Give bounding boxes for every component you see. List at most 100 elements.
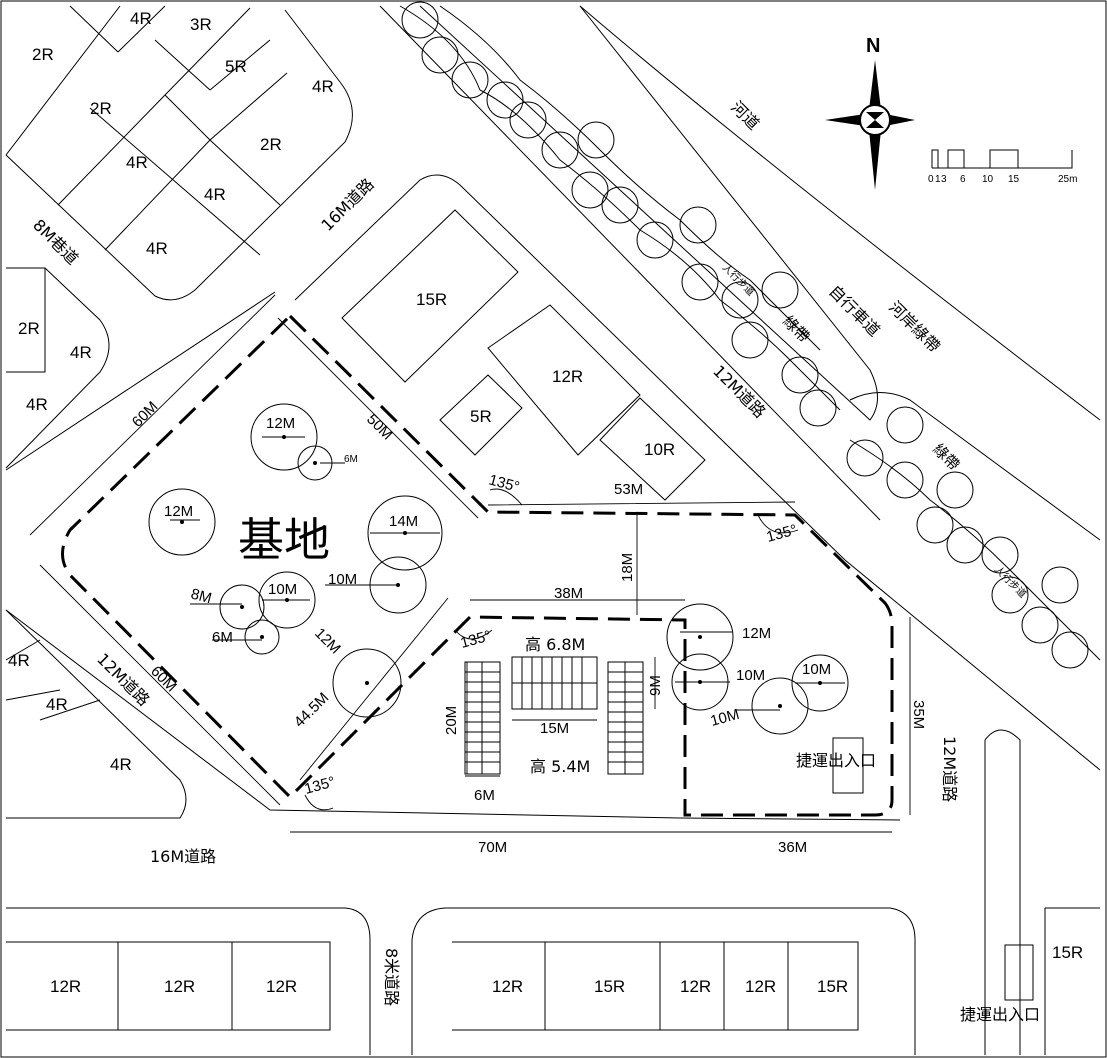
svg-text:10M: 10M xyxy=(268,581,297,598)
svg-text:2R: 2R xyxy=(18,319,40,338)
svg-text:12R: 12R xyxy=(266,977,297,996)
svg-text:4R: 4R xyxy=(8,651,30,670)
structures xyxy=(464,656,1034,1001)
svg-text:6M: 6M xyxy=(212,629,233,646)
svg-text:6M: 6M xyxy=(344,454,358,465)
svg-text:44.5M: 44.5M xyxy=(291,689,333,731)
svg-text:60M: 60M xyxy=(147,663,180,696)
svg-text:5R: 5R xyxy=(225,57,247,76)
svg-text:8米道路: 8米道路 xyxy=(382,948,401,1006)
svg-text:35M: 35M xyxy=(910,700,927,729)
svg-text:12M道路: 12M道路 xyxy=(940,736,959,802)
svg-text:人行步道: 人行步道 xyxy=(720,261,757,298)
road-edges xyxy=(5,5,1101,1055)
block-labels: 4R 3R 2R 5R 4R 2R 2R 4R 4R 4R 2R 4R 4R 4… xyxy=(8,9,1083,996)
tree-labels: 12M 6M 12M 14M 10M 8M 10M 6M 12M 12M 10M… xyxy=(164,415,831,730)
svg-text:25m: 25m xyxy=(1058,174,1077,185)
svg-text:12R: 12R xyxy=(680,977,711,996)
dimension-lines xyxy=(29,294,911,833)
site-boundary xyxy=(61,313,894,817)
svg-text:6: 6 xyxy=(960,174,966,185)
svg-text:18M: 18M xyxy=(619,553,636,582)
svg-text:135°: 135° xyxy=(459,627,493,651)
svg-text:16M道路: 16M道路 xyxy=(317,175,377,235)
svg-text:10R: 10R xyxy=(644,440,675,459)
metro-entrance-label-2: 捷運出入口 xyxy=(960,1005,1040,1024)
svg-text:4R: 4R xyxy=(130,9,152,28)
svg-text:4R: 4R xyxy=(110,755,132,774)
svg-text:16M道路: 16M道路 xyxy=(150,847,216,866)
svg-text:河道: 河道 xyxy=(727,97,763,133)
svg-text:12R: 12R xyxy=(164,977,195,996)
svg-text:12R: 12R xyxy=(50,977,81,996)
svg-text:1: 1 xyxy=(935,174,941,185)
svg-text:10M: 10M xyxy=(736,667,765,684)
svg-text:14M: 14M xyxy=(389,513,418,530)
svg-text:2R: 2R xyxy=(90,99,112,118)
svg-text:10M: 10M xyxy=(328,571,357,588)
svg-text:12R: 12R xyxy=(745,977,776,996)
scale-bar-labels: 0 1 3 6 10 15 25m xyxy=(928,174,1077,185)
north-label: N xyxy=(866,35,880,57)
svg-text:38M: 38M xyxy=(554,585,583,602)
svg-text:135°: 135° xyxy=(487,471,521,495)
southwest-block xyxy=(5,609,187,819)
svg-text:12M道路: 12M道路 xyxy=(709,361,769,421)
south-blocks xyxy=(6,907,1100,1055)
svg-text:10M: 10M xyxy=(709,706,742,730)
svg-text:0: 0 xyxy=(928,174,934,185)
svg-text:135°: 135° xyxy=(765,521,799,545)
svg-text:53M: 53M xyxy=(614,481,643,498)
svg-text:高 6.8M: 高 6.8M xyxy=(525,635,585,654)
west-block xyxy=(5,267,110,469)
svg-text:12M: 12M xyxy=(164,503,193,520)
svg-text:4R: 4R xyxy=(46,695,68,714)
svg-text:3R: 3R xyxy=(190,15,212,34)
svg-text:36M: 36M xyxy=(778,839,807,856)
svg-text:5R: 5R xyxy=(470,407,492,426)
site-trees xyxy=(148,403,849,735)
svg-text:2R: 2R xyxy=(260,135,282,154)
metro-entrance-box-2 xyxy=(1004,944,1034,1001)
svg-text:4R: 4R xyxy=(312,77,334,96)
svg-text:9M: 9M xyxy=(647,675,664,696)
svg-text:自行車道: 自行車道 xyxy=(825,281,884,340)
svg-text:4R: 4R xyxy=(26,395,48,414)
svg-text:15: 15 xyxy=(1008,174,1020,185)
svg-text:4R: 4R xyxy=(204,185,226,204)
svg-text:2R: 2R xyxy=(32,45,54,64)
metro-entrance-box xyxy=(832,737,864,794)
svg-text:15R: 15R xyxy=(1052,943,1083,962)
svg-text:12R: 12R xyxy=(492,977,523,996)
north-arrow-icon xyxy=(825,60,915,190)
north-buildings xyxy=(341,209,706,501)
svg-text:15R: 15R xyxy=(594,977,625,996)
svg-text:12M道路: 12M道路 xyxy=(93,649,153,709)
svg-text:綠帶: 綠帶 xyxy=(929,441,962,474)
svg-text:12M: 12M xyxy=(266,415,295,432)
svg-text:15R: 15R xyxy=(416,290,447,309)
metro-entrance-label: 捷運出入口 xyxy=(796,751,876,770)
svg-text:135°: 135° xyxy=(303,773,337,797)
site-label: 基地 xyxy=(238,513,330,567)
svg-text:8M巷道: 8M巷道 xyxy=(29,215,82,268)
svg-text:70M: 70M xyxy=(478,839,507,856)
svg-text:4R: 4R xyxy=(146,239,168,258)
svg-text:河岸綠帶: 河岸綠帶 xyxy=(885,297,944,356)
svg-text:60M: 60M xyxy=(129,398,162,431)
svg-text:12M: 12M xyxy=(311,625,344,658)
svg-text:6M: 6M xyxy=(474,787,495,804)
svg-text:4R: 4R xyxy=(126,153,148,172)
svg-text:10M: 10M xyxy=(802,661,831,678)
svg-text:12M: 12M xyxy=(742,625,771,642)
svg-text:15R: 15R xyxy=(817,977,848,996)
svg-text:4R: 4R xyxy=(70,343,92,362)
northwest-block xyxy=(5,5,353,301)
road-labels: 16M道路 8M巷道 12M道路 16M道路 8米道路 12M道路 12M道路 … xyxy=(29,97,1029,1006)
svg-text:3: 3 xyxy=(941,174,947,185)
svg-text:20M: 20M xyxy=(443,706,460,735)
svg-text:12R: 12R xyxy=(552,367,583,386)
svg-text:10: 10 xyxy=(982,174,994,185)
